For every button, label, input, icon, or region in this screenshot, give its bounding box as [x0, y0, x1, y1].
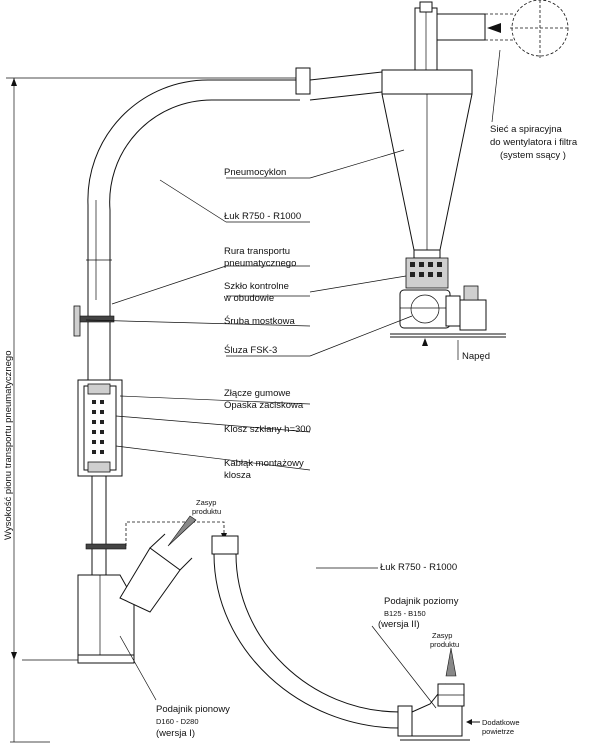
label-podajnik-poziomy-1: Podajnik poziomy [384, 596, 459, 607]
label-pneumocyklon: Pneumocyklon [224, 167, 286, 178]
label-sruba: Śruba mostkowa [224, 315, 295, 327]
label-zasyp-right-2: produktu [430, 640, 459, 649]
label-podajnik-poziomy-3: (wersja II) [378, 619, 420, 630]
label-podajnik-pionowy-2: D160 - D280 [156, 717, 199, 726]
label-zasyp-right-1: Zasyp [432, 631, 452, 640]
label-rura-1: Rura transportu [224, 246, 290, 257]
pneumocyclone [381, 0, 570, 259]
label-siec-3: (system ssący ) [500, 150, 566, 161]
vertical-riser [73, 300, 127, 575]
label-luk-top: Łuk R750 - R1000 [224, 211, 301, 222]
vertical-feeder [77, 515, 227, 664]
label-podajnik-pionowy-3: (wersja I) [156, 728, 195, 739]
label-dodatkowe-2: powietrze [482, 727, 514, 736]
label-podajnik-poziomy-2: B125 - B150 [384, 609, 426, 618]
height-dimension: Wysokość pionu transportu pneumatycznego [3, 77, 300, 743]
label-zasyp-left-2: produktu [192, 507, 221, 516]
label-kablak-2: klosza [224, 470, 252, 481]
label-kablak-1: Kabłąk montażowy [224, 458, 304, 469]
label-zasyp-left-1: Zasyp [196, 498, 216, 507]
label-sluza: Śluza FSK-3 [224, 344, 277, 356]
leader-lines [85, 49, 501, 709]
label-szklo-2: w obudowie [223, 293, 274, 304]
lower-bend-pipe [211, 535, 413, 737]
label-zlacze-1: Złącze gumowe [224, 388, 291, 399]
label-zlacze-2: Opaska zaciskowa [224, 400, 304, 411]
label-siec-1: Sieć a spiracyjna [490, 124, 563, 135]
labels: Sieć a spiracyjna do wentylatora i filtr… [156, 124, 578, 739]
upper-bend-pipe [86, 67, 383, 300]
label-siec-2: do wentylatora i filtra [490, 137, 578, 148]
label-klosz: Klosz szklany h=300 [224, 424, 311, 435]
rotary-valve-assembly [390, 257, 506, 346]
label-rura-2: pneumatycznego [224, 258, 296, 269]
label-dodatkowe-1: Dodatkowe [482, 718, 520, 727]
label-podajnik-pionowy-1: Podajnik pionowy [156, 704, 230, 715]
label-luk-bottom: Łuk R750 - R1000 [380, 562, 457, 573]
horizontal-feeder [400, 647, 480, 741]
height-label: Wysokość pionu transportu pneumatycznego [3, 351, 14, 541]
label-naped: Napęd [462, 351, 490, 362]
label-szklo-1: Szkło kontrolne [224, 281, 289, 292]
